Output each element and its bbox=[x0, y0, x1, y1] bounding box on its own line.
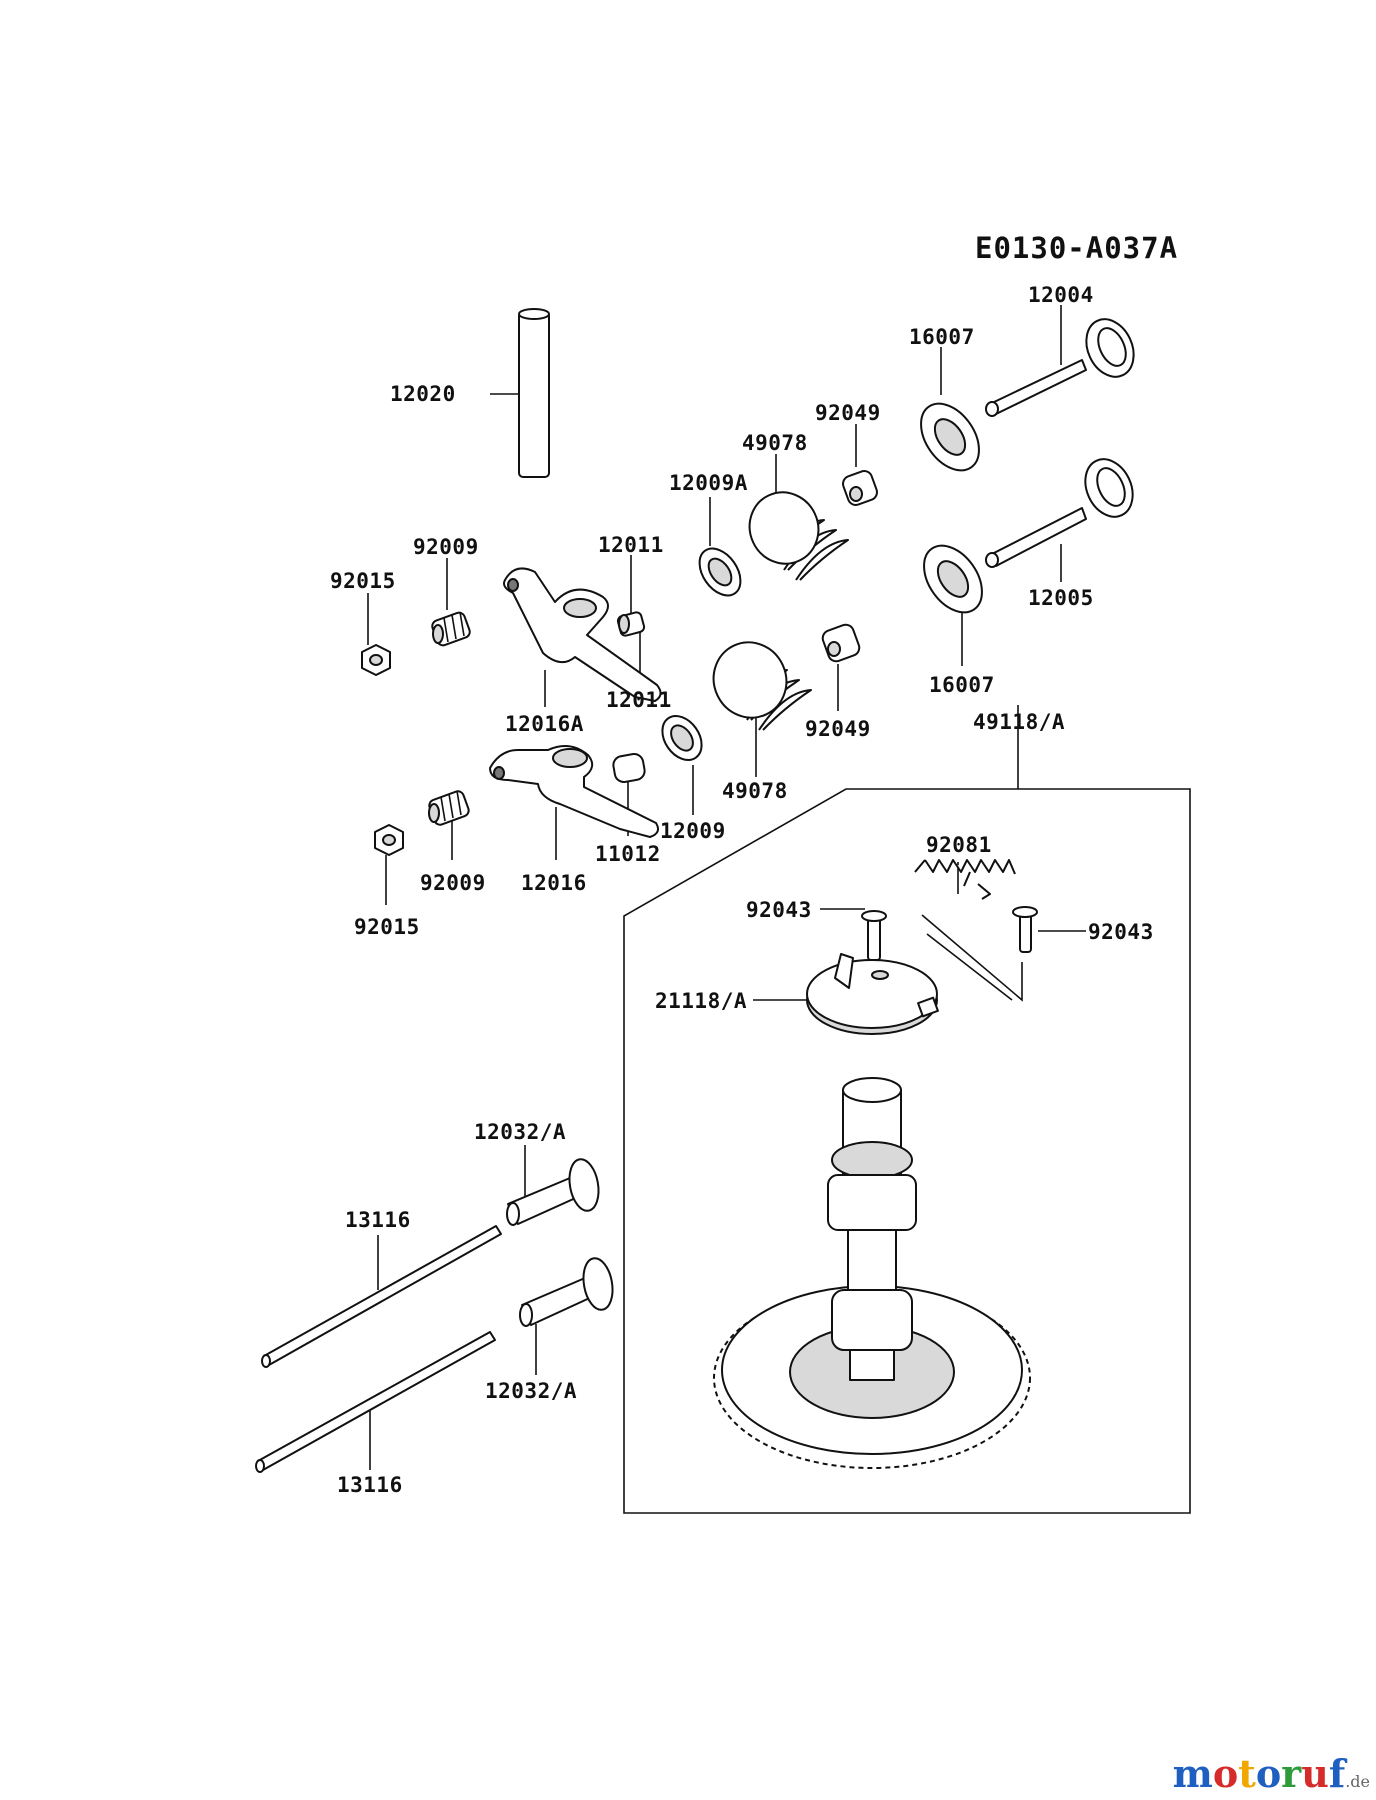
watermark-letter: o bbox=[1255, 1751, 1282, 1796]
label-92043-left: 92043 bbox=[746, 898, 812, 922]
part-labels: 12004 16007 12020 92049 49078 12009A 120… bbox=[330, 283, 1154, 1497]
assembly-21118-indicator bbox=[921, 914, 1023, 1002]
pin-92043-left bbox=[861, 910, 887, 961]
adjusting-screw-92009-top bbox=[431, 611, 471, 647]
washer-12009A bbox=[698, 547, 742, 597]
label-49078-top: 49078 bbox=[742, 431, 808, 455]
valve-cap-92049-bottom bbox=[821, 623, 861, 663]
valve-12005 bbox=[985, 458, 1134, 568]
nut-92015-top bbox=[361, 644, 391, 676]
watermark-letter: f bbox=[1328, 1751, 1346, 1796]
rocker-shaft-12020 bbox=[518, 308, 550, 478]
label-92049-bottom: 92049 bbox=[805, 717, 871, 741]
governor-plate-21118A bbox=[806, 953, 939, 1035]
label-92009-top: 92009 bbox=[413, 535, 479, 559]
rocker-arm-12016A bbox=[503, 567, 662, 702]
valve-12004 bbox=[985, 318, 1135, 417]
push-rod-13116-top bbox=[261, 1225, 502, 1368]
watermark-suffix: .de bbox=[1345, 1772, 1370, 1791]
label-49118A: 49118/A bbox=[973, 710, 1065, 734]
label-12004: 12004 bbox=[1028, 283, 1094, 307]
valve-spring-49078-top bbox=[748, 491, 849, 581]
valve-cap-92049-top bbox=[842, 470, 878, 506]
valve-retainer-16007-bottom bbox=[923, 544, 983, 614]
pin-92043-right bbox=[1012, 906, 1038, 953]
watermark-letter: t bbox=[1238, 1751, 1256, 1796]
governor-spring-92081 bbox=[914, 859, 1016, 900]
label-12009A: 12009A bbox=[669, 471, 748, 495]
diagram-code: E0130-A037A bbox=[975, 231, 1178, 265]
label-13116-top: 13116 bbox=[345, 1208, 411, 1232]
label-12020: 12020 bbox=[390, 382, 456, 406]
rocker-arm-12016 bbox=[489, 745, 659, 838]
label-92009-bottom: 92009 bbox=[420, 871, 486, 895]
nut-92015-bottom bbox=[374, 824, 404, 856]
label-11012: 11012 bbox=[595, 842, 661, 866]
label-92015-bottom: 92015 bbox=[354, 915, 420, 939]
tappet-12032A-bottom bbox=[519, 1257, 614, 1327]
label-92049-top: 92049 bbox=[815, 401, 881, 425]
label-12011-top: 12011 bbox=[598, 533, 664, 557]
label-12032A-bottom: 12032/A bbox=[485, 1379, 577, 1403]
label-16007-top: 16007 bbox=[909, 325, 975, 349]
watermark-logo: motoruf.de bbox=[1173, 1751, 1370, 1796]
label-92015-top: 92015 bbox=[330, 569, 396, 593]
label-92043-right: 92043 bbox=[1088, 920, 1154, 944]
label-12009: 12009 bbox=[660, 819, 726, 843]
label-16007-bottom: 16007 bbox=[929, 673, 995, 697]
label-92081: 92081 bbox=[926, 833, 992, 857]
watermark-text: motoruf bbox=[1173, 1751, 1346, 1796]
camshaft-gear-assembly bbox=[713, 1077, 1031, 1469]
label-49078-bottom: 49078 bbox=[722, 779, 788, 803]
watermark-letter: m bbox=[1172, 1751, 1213, 1796]
adjusting-screw-92009-bottom bbox=[428, 790, 470, 826]
push-rod-13116-bottom bbox=[255, 1331, 496, 1473]
watermark-letter: r bbox=[1281, 1751, 1302, 1796]
tappet-12032A-top bbox=[506, 1158, 600, 1226]
watermark-letter: u bbox=[1301, 1751, 1329, 1796]
watermark-letter: o bbox=[1212, 1751, 1239, 1796]
label-12032A-top: 12032/A bbox=[474, 1120, 566, 1144]
washer-12009 bbox=[661, 715, 703, 761]
label-21118A: 21118/A bbox=[655, 989, 747, 1013]
valve-spring-49078-bottom bbox=[712, 641, 812, 731]
label-12016: 12016 bbox=[521, 871, 587, 895]
collar-12011 bbox=[616, 611, 646, 637]
cap-11012 bbox=[612, 753, 646, 783]
label-12016A: 12016A bbox=[505, 712, 584, 736]
label-12011-bottom: 12011 bbox=[606, 688, 672, 712]
assembly-49118-box bbox=[623, 788, 1191, 1514]
valve-retainer-16007-top bbox=[920, 402, 980, 472]
label-12005: 12005 bbox=[1028, 586, 1094, 610]
label-13116-bottom: 13116 bbox=[337, 1473, 403, 1497]
